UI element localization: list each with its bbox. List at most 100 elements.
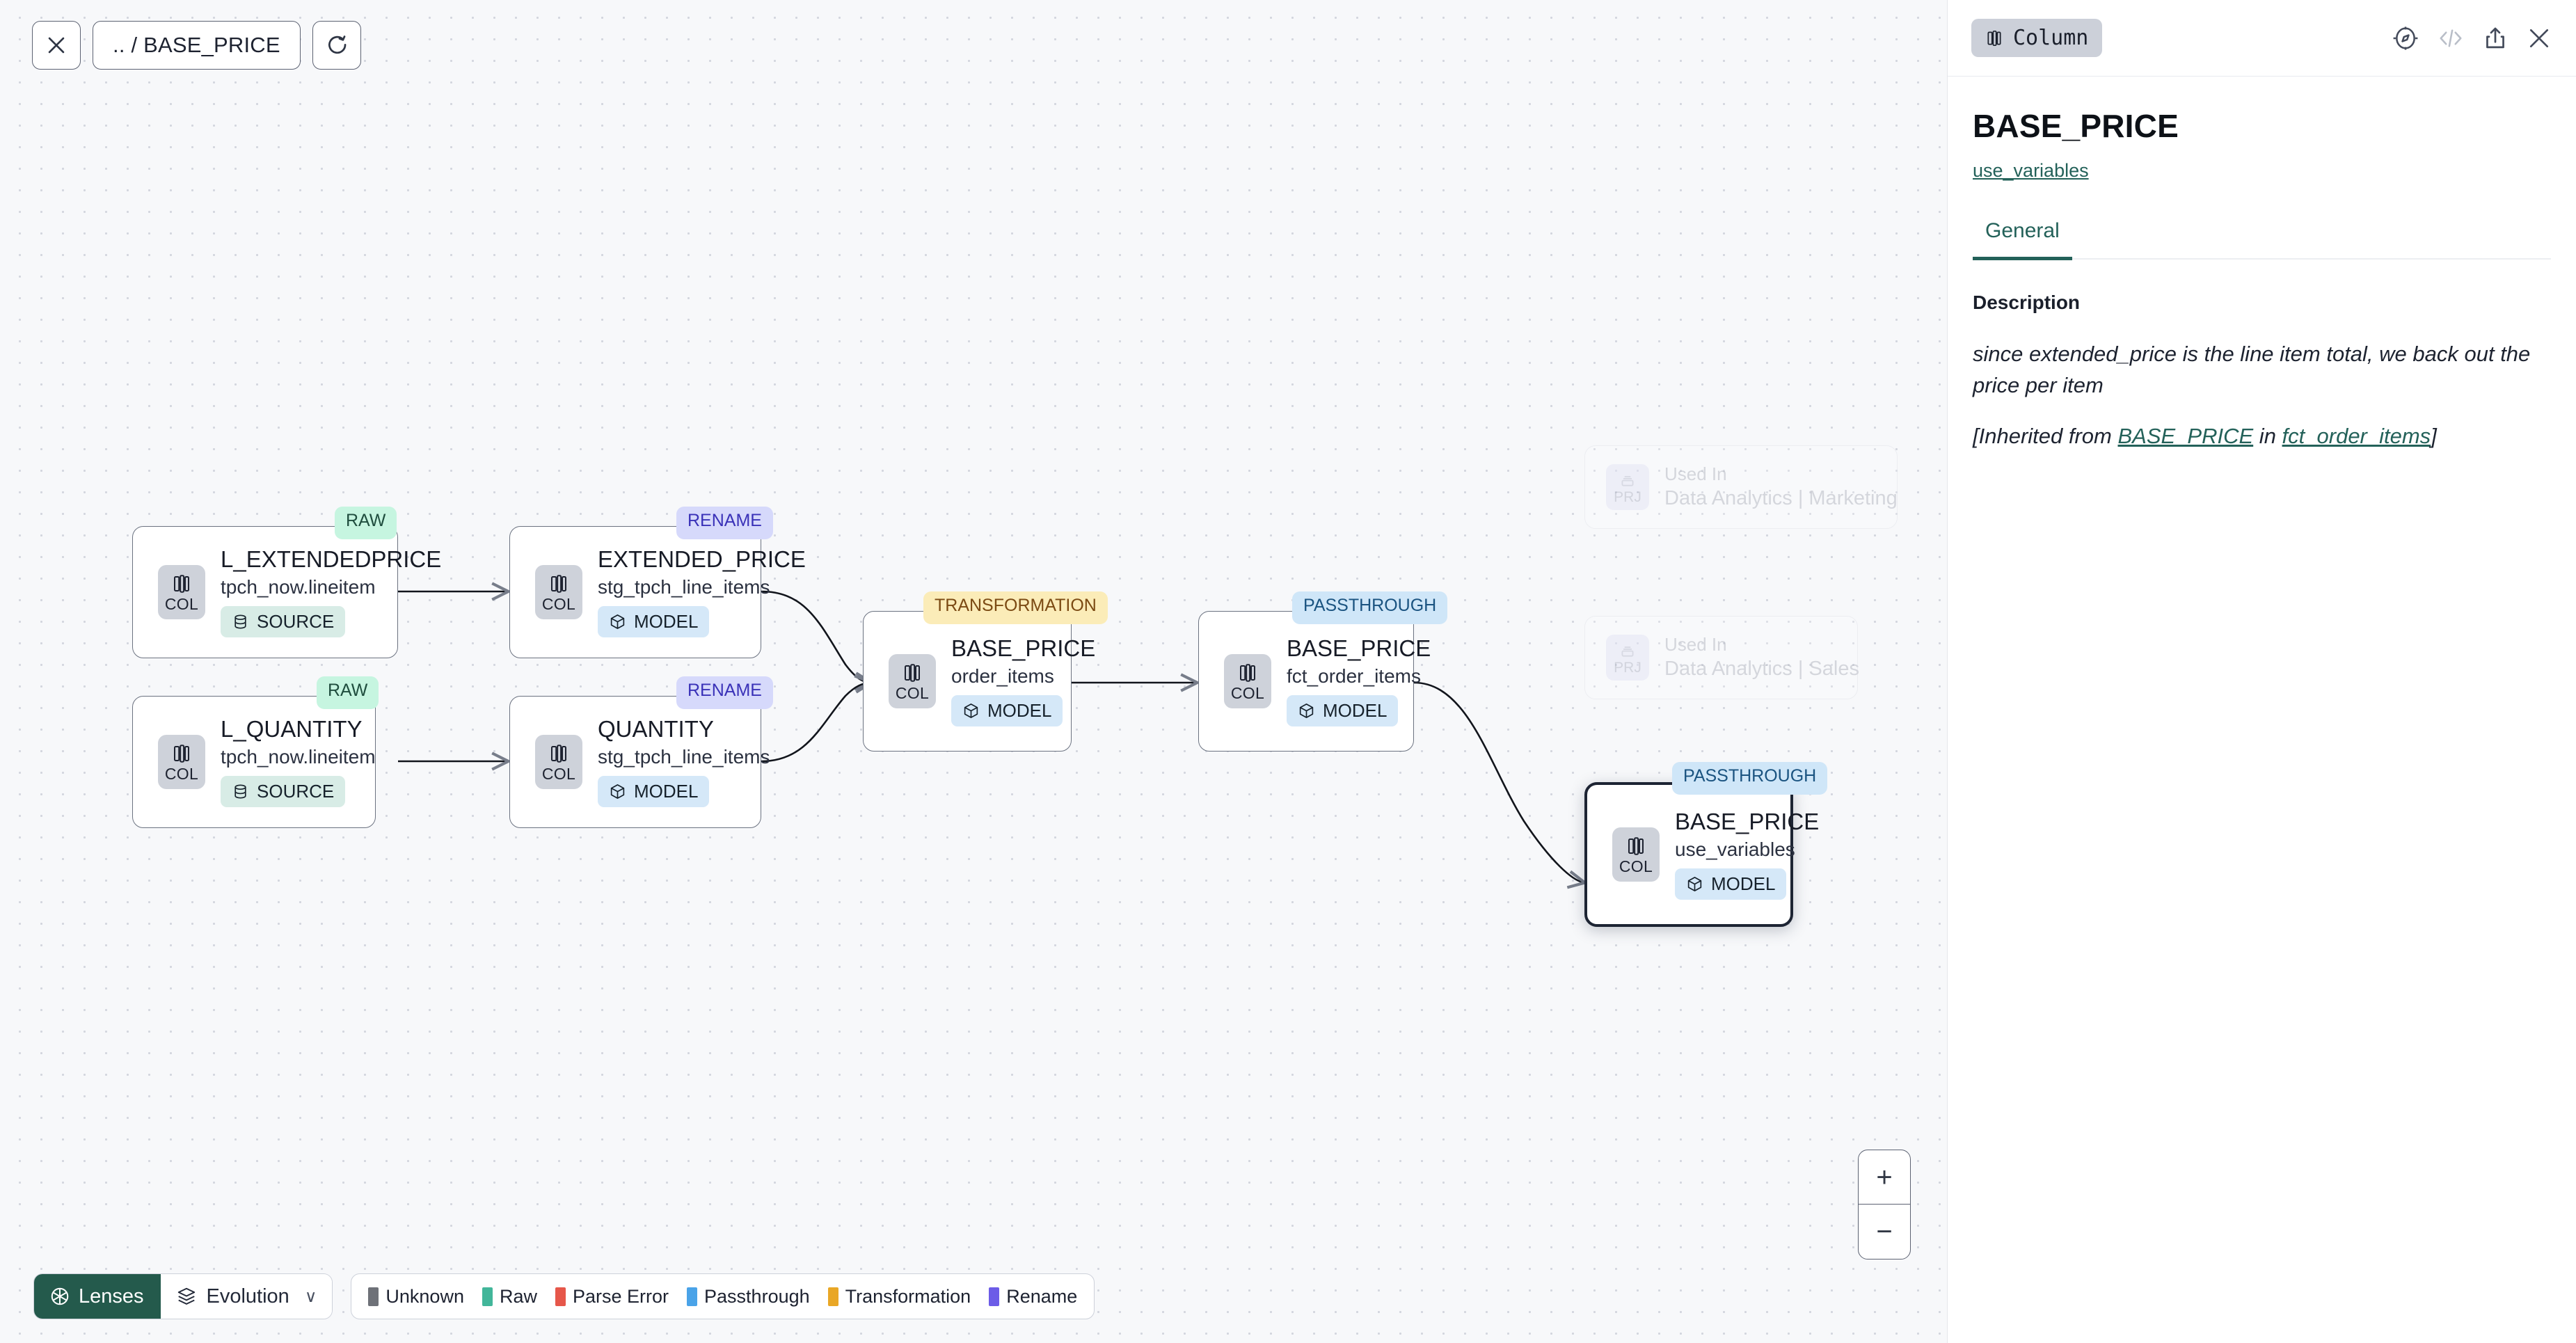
node-badge-raw: RAW [317, 676, 379, 709]
prj-icon-chip: PRJ [1606, 464, 1649, 510]
node-kind-pill: MODEL [598, 775, 710, 807]
node-title: QUANTITY [598, 716, 714, 742]
col-chip-label: COL [164, 764, 199, 783]
details-panel-body: BASE_PRICE use_variables General Descrip… [1948, 77, 2576, 452]
compass-icon[interactable] [2392, 25, 2419, 51]
used-in-label: Used In [1664, 633, 1727, 655]
node-subtitle: stg_tpch_line_items [598, 575, 770, 598]
cube-icon [1687, 876, 1702, 891]
close-button[interactable] [32, 21, 81, 70]
zoom-controls: + − [1858, 1150, 1911, 1259]
legend-label: Rename [1006, 1285, 1078, 1307]
node-kind-label: MODEL [634, 780, 699, 802]
node-kind-label: SOURCE [257, 780, 335, 802]
aperture-icon [51, 1287, 69, 1305]
zoom-out-button[interactable]: − [1876, 1216, 1893, 1247]
page-title: BASE_PRICE [1973, 108, 2179, 144]
node-kind-pill: MODEL [951, 694, 1063, 726]
layers-icon [177, 1287, 195, 1305]
details-panel-header: Column [1948, 0, 2576, 77]
canvas-bottom-bar: Lenses Evolution ∨ Unknown [33, 1273, 1095, 1319]
node-title: L_QUANTITY [221, 716, 363, 742]
node-kind-pill: SOURCE [221, 775, 346, 807]
legend-swatch [555, 1287, 566, 1306]
legend-swatch [827, 1287, 838, 1306]
used-in-value: Data Analytics | Sales [1664, 658, 1859, 681]
node-badge-rename: RENAME [676, 676, 773, 709]
lineage-canvas[interactable]: .. / BASE_PRICE PRJ Used In Data Analyti… [0, 0, 1947, 1343]
legend-swatch [687, 1287, 698, 1306]
cube-icon [610, 784, 625, 799]
lineage-node-base-price-use-variables[interactable]: COL BASE_PRICE use_variables MODEL [1584, 782, 1819, 927]
lineage-node-extended-price[interactable]: COL EXTENDED_PRICE stg_tpch_line_items M… [509, 526, 806, 658]
node-subtitle: stg_tpch_line_items [598, 745, 770, 768]
lineage-node-l-extendedprice[interactable]: COL L_EXTENDEDPRICE tpch_now.lineitem SO… [132, 526, 441, 658]
col-icon-chip: COL [1224, 654, 1271, 708]
node-title: BASE_PRICE [1675, 809, 1820, 835]
column-icon [1987, 30, 2001, 46]
node-kind-label: SOURCE [257, 610, 335, 632]
node-kind-label: MODEL [987, 699, 1052, 721]
node-badge-passthrough: PASSTHROUGH [1292, 591, 1448, 624]
col-icon-chip: COL [535, 735, 582, 789]
inherited-source-model-link[interactable]: fct_order_items [2282, 423, 2431, 448]
canvas-toolbar: .. / BASE_PRICE [32, 21, 361, 70]
lineage-node-base-price-order-items[interactable]: COL BASE_PRICE order_items MODEL [863, 611, 1095, 752]
legend-item-passthrough: Passthrough [687, 1286, 810, 1308]
legend-label: Unknown [385, 1285, 464, 1307]
used-in-card-marketing[interactable]: PRJ Used In Data Analytics | Marketing [1584, 445, 1898, 529]
share-icon[interactable] [2483, 25, 2508, 51]
entity-type-chip[interactable]: Column [1971, 19, 2103, 57]
node-title: BASE_PRICE [951, 635, 1096, 662]
lineage-node-base-price-fct-order-items[interactable]: COL BASE_PRICE fct_order_items MODEL [1198, 611, 1431, 752]
legend-item-rename: Rename [989, 1286, 1077, 1308]
legend-label: Raw [499, 1285, 537, 1307]
legend-item-transformation: Transformation [827, 1285, 971, 1308]
cube-icon [964, 703, 978, 718]
lineage-node-l-quantity[interactable]: COL L_QUANTITY tpch_now.lineitem SOURCE [132, 696, 376, 828]
close-icon[interactable] [2526, 25, 2552, 51]
col-icon-chip: COL [158, 565, 205, 619]
breadcrumb[interactable]: .. / BASE_PRICE [93, 21, 301, 70]
legend-item-parse-error: Parse Error [555, 1286, 669, 1308]
description-text: since extended_price is the line item to… [1973, 342, 2531, 397]
node-kind-pill: MODEL [1287, 694, 1399, 726]
node-kind-pill: MODEL [1675, 868, 1787, 900]
inherited-source-column-link[interactable]: BASE_PRICE [2117, 423, 2254, 448]
evolution-dropdown[interactable]: Evolution ∨ [160, 1274, 333, 1319]
node-kind-label: MODEL [1711, 873, 1776, 894]
lineage-node-quantity[interactable]: COL QUANTITY stg_tpch_line_items MODEL [509, 696, 770, 828]
node-subtitle: use_variables [1675, 838, 1795, 860]
legend-label: Transformation [845, 1285, 971, 1307]
lenses-button[interactable]: Lenses [34, 1274, 161, 1319]
used-in-card-sales[interactable]: PRJ Used In Data Analytics | Sales [1584, 616, 1859, 699]
cube-icon [610, 614, 625, 629]
col-chip-label: COL [541, 764, 576, 783]
node-kind-label: MODEL [634, 610, 699, 632]
prj-chip-label: PRJ [1614, 659, 1641, 676]
node-kind-pill: MODEL [598, 605, 710, 637]
legend-swatch [482, 1287, 493, 1306]
legend-label: Passthrough [704, 1285, 810, 1307]
legend-item-unknown: Unknown [368, 1286, 464, 1308]
tab-general[interactable]: General [1973, 219, 2072, 260]
parent-model-link[interactable]: use_variables [1973, 160, 2089, 181]
zoom-in-button[interactable]: + [1859, 1150, 1910, 1205]
refresh-button[interactable] [312, 21, 361, 70]
col-chip-label: COL [541, 594, 576, 613]
evolution-label: Evolution [206, 1285, 289, 1308]
details-panel: Column [1947, 0, 2576, 1343]
node-subtitle: tpch_now.lineitem [221, 575, 376, 598]
description-label: Description [1973, 292, 2081, 313]
code-icon[interactable] [2437, 26, 2465, 51]
legend-label: Parse Error [572, 1285, 669, 1307]
used-in-label: Used In [1664, 463, 1727, 484]
prj-icon-chip: PRJ [1606, 635, 1649, 681]
col-chip-label: COL [164, 594, 199, 613]
legend-swatch [368, 1287, 379, 1306]
node-title: EXTENDED_PRICE [598, 546, 806, 573]
panel-header-actions [2392, 25, 2552, 51]
node-title: BASE_PRICE [1287, 635, 1431, 662]
node-kind-label: MODEL [1323, 699, 1388, 721]
col-chip-label: COL [1230, 683, 1265, 702]
